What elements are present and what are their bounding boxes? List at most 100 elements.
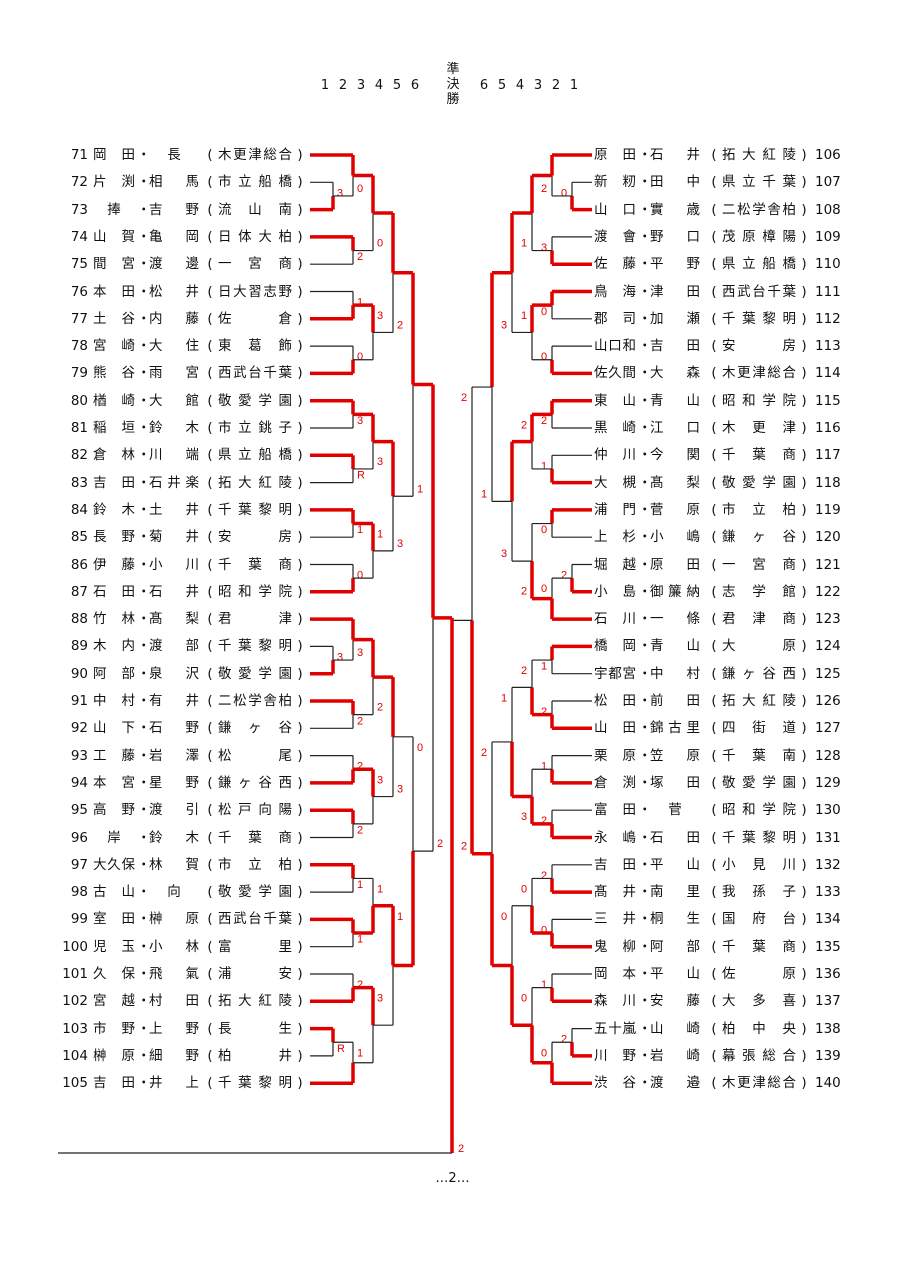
paren-close: )	[801, 693, 807, 709]
player-1-surname: 山賀	[93, 228, 135, 245]
team-entry: 大槻・髙梨(敬愛学園)118	[0, 473, 905, 493]
school-name: 我孫子	[722, 884, 796, 901]
separator: ・	[638, 147, 652, 163]
entry-number: 108	[815, 201, 841, 218]
school-name: 市立銚子	[218, 420, 292, 436]
player-2-surname: 川端	[149, 447, 199, 464]
paren-close: )	[297, 911, 303, 928]
player-2-surname: 大館	[149, 392, 199, 409]
player-1-surname: 長野	[93, 529, 135, 546]
player-2-surname: 加瀬	[650, 310, 700, 327]
school-name: 富里	[218, 938, 292, 955]
player-2-surname: 塚田	[650, 774, 700, 791]
school-name: 柏井	[218, 1047, 292, 1064]
team-entry: 川野・岩崎(幕張総合)139	[0, 1046, 905, 1066]
semifinal-char: 勝	[446, 92, 460, 107]
paren-open: (	[711, 665, 717, 682]
player-1-surname: 浦門	[594, 501, 636, 518]
school-name: 県立船橋	[722, 256, 796, 273]
player-2-surname: 向	[167, 884, 181, 901]
score-label: 3	[541, 242, 547, 254]
paren-open: (	[207, 638, 213, 655]
paren-open: (	[711, 556, 717, 573]
team-entry: 倉渕・塚田(敬愛学園)129	[0, 773, 905, 793]
paren-open: (	[711, 338, 717, 355]
player-1-surname: 黒崎	[594, 420, 636, 436]
score-label: 3	[337, 651, 343, 663]
player-1-surname: 捧	[107, 201, 121, 218]
player-2-surname: 青山	[650, 638, 700, 655]
paren-close: )	[297, 993, 303, 1010]
team-entry: 佐久間・大森(木更津総合)114	[0, 363, 905, 383]
paren-close: )	[801, 720, 807, 737]
school-name: 佐倉	[218, 310, 292, 327]
team-entry: 鬼柳・阿部(千葉商)135	[0, 937, 905, 957]
entry-number: 113	[815, 338, 841, 355]
separator: ・	[638, 174, 652, 191]
player-1-surname: 間宮	[93, 256, 135, 273]
score-label: 2	[461, 392, 467, 404]
player-1-surname: 松田	[594, 693, 636, 709]
school-name: 鎌ヶ谷西	[218, 774, 292, 791]
player-1-surname: 熊谷	[93, 365, 135, 382]
paren-close: )	[297, 693, 303, 709]
entry-number: 127	[815, 720, 841, 737]
player-1-surname: 小島	[594, 583, 636, 600]
score-label: 2	[521, 419, 527, 431]
school-name: 大多喜	[722, 993, 796, 1010]
separator: ・	[638, 392, 652, 409]
paren-close: )	[801, 420, 807, 436]
entry-number: 86	[70, 556, 88, 573]
paren-close: )	[297, 802, 303, 819]
paren-close: )	[801, 583, 807, 600]
team-entry: 渋谷・渡邉(木更津総合)140	[0, 1073, 905, 1093]
player-2-surname: 江口	[650, 420, 700, 436]
school-name: 千葉商	[722, 447, 796, 464]
player-2-surname: 鈴木	[149, 420, 199, 436]
paren-close: )	[801, 501, 807, 518]
paren-open: (	[207, 474, 213, 491]
paren-close: )	[801, 938, 807, 955]
player-2-surname: 野口	[650, 228, 700, 245]
paren-open: (	[711, 802, 717, 819]
team-entry: 小島・御簾納(志学館)122	[0, 582, 905, 602]
team-entry: 浦門・菅原(市立柏)119	[0, 500, 905, 520]
school-name: 西武台千葉	[218, 911, 292, 928]
paren-close: )	[297, 556, 303, 573]
paren-close: )	[801, 747, 807, 764]
school-name: 志学館	[722, 583, 796, 600]
team-entry: 石川・一條(君津商)123	[0, 609, 905, 629]
team-entry: 松田・前田(拓大紅陵)126	[0, 691, 905, 711]
separator: ・	[638, 501, 652, 518]
school-name: 拓大紅陵	[218, 474, 292, 491]
round-label: 2	[338, 78, 348, 93]
entry-number: 103	[62, 1020, 88, 1037]
entry-number: 136	[815, 966, 841, 982]
entry-number: 82	[70, 447, 88, 464]
player-1-surname: 楢崎	[93, 392, 135, 409]
entry-number: 110	[815, 256, 841, 273]
player-2-surname: 大住	[149, 338, 199, 355]
separator: ・	[638, 638, 652, 655]
school-name: 敬愛学園	[218, 665, 292, 682]
paren-open: (	[207, 856, 213, 873]
entry-number: 109	[815, 228, 841, 245]
paren-open: (	[711, 1075, 717, 1092]
player-2-surname: 村田	[149, 993, 199, 1010]
paren-open: (	[711, 966, 717, 982]
entry-number: 93	[70, 747, 88, 764]
paren-close: )	[297, 147, 303, 163]
paren-open: (	[207, 802, 213, 819]
paren-open: (	[207, 966, 213, 982]
player-2-surname: 青山	[650, 392, 700, 409]
player-1-surname: 稲垣	[93, 420, 135, 436]
paren-close: )	[297, 665, 303, 682]
paren-close: )	[801, 993, 807, 1010]
paren-close: )	[801, 966, 807, 982]
player-2-surname: 吉野	[149, 201, 199, 218]
entry-number: 128	[815, 747, 841, 764]
